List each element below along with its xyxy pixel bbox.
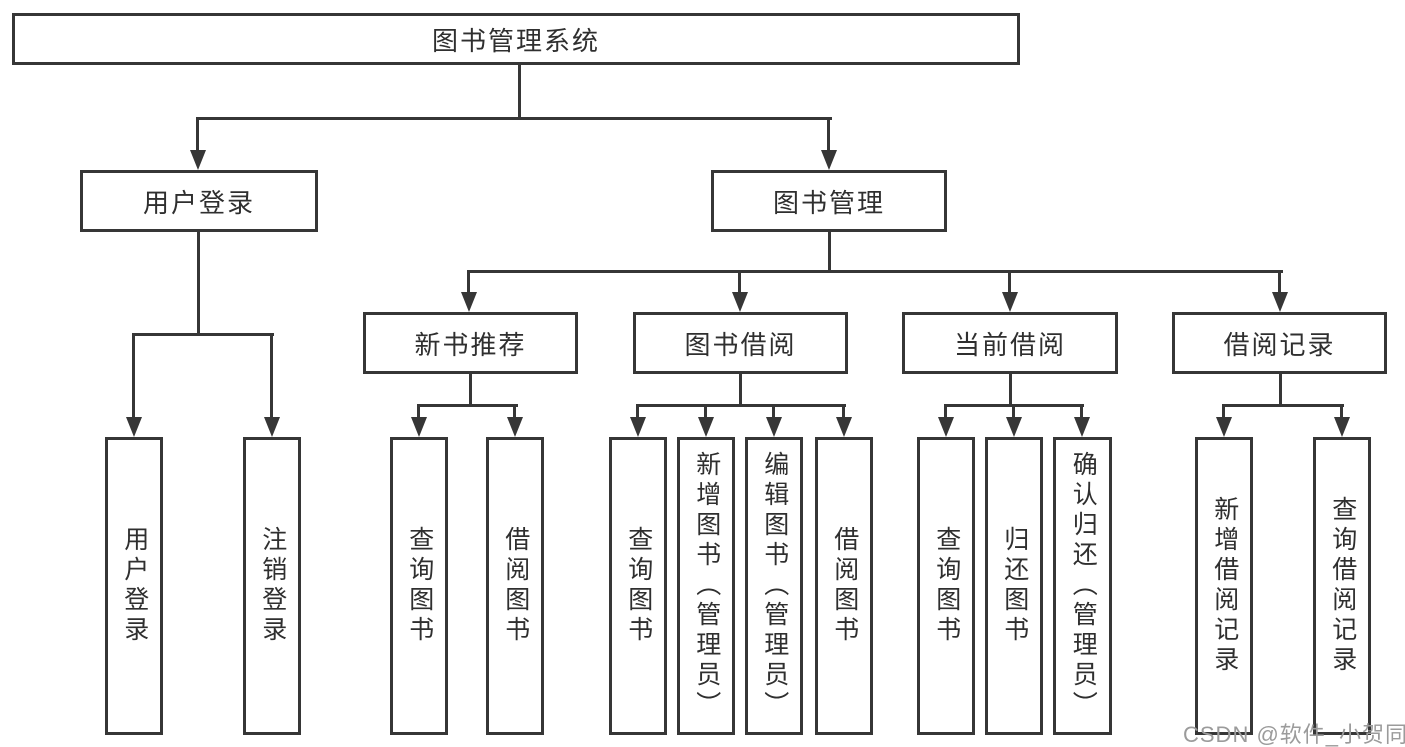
connector-user-login-stem [196,230,200,336]
arrow-down-icon [417,404,420,417]
arrow-down-icon [772,404,775,417]
node-leaf-logout-label: 注销登录 [258,526,287,646]
node-leaf-edit-book-admin-label: 编辑图书（管理员） [760,451,789,721]
connector-new-book-recommend-stem [468,372,472,407]
connector-borrowing-records-stem [1278,372,1282,407]
arrow-down-icon [738,270,741,292]
node-leaf-borrowing-borrow-books-label: 借阅图书 [830,526,859,646]
arrow-down-icon [1012,404,1015,417]
arrow-down-icon [1080,404,1083,417]
node-user-login-label: 用户登录 [142,187,255,218]
node-book-management: 图书管理 [711,170,947,232]
node-library-system: 图书管理系统 [12,13,1020,65]
node-leaf-user-login: 用户登录 [105,437,163,735]
arrow-down-icon [467,270,470,292]
connector-book-management-stem [827,230,831,273]
csdn-watermark: CSDN @软件_小贺同学 [1183,722,1405,747]
node-leaf-add-book-admin: 新增图书（管理员） [677,437,735,735]
arrow-down-icon [270,333,273,417]
node-library-system-label: 图书管理系统 [431,25,600,56]
arrow-down-icon [513,404,516,417]
node-leaf-add-book-admin-label: 新增图书（管理员） [692,451,721,721]
node-current-borrowing-label: 当前借阅 [953,329,1066,360]
connector-book-borrowing-stem [738,372,742,407]
node-leaf-current-query-books: 查询图书 [917,437,975,735]
arrow-down-icon [1222,404,1225,417]
connector-book-management-rail [467,270,1283,273]
node-leaf-recommend-borrow-books-label: 借阅图书 [501,526,530,646]
connector-user-login-rail [132,333,274,336]
node-leaf-add-borrow-record: 新增借阅记录 [1195,437,1253,735]
node-leaf-add-borrow-record-label: 新增借阅记录 [1210,496,1239,676]
connector-book-borrowing-rail [636,404,846,407]
node-book-borrowing-label: 图书借阅 [684,329,797,360]
node-user-login: 用户登录 [80,170,318,232]
node-borrowing-records: 借阅记录 [1172,312,1387,374]
connector-current-borrowing-stem [1008,372,1012,407]
connector-new-book-recommend-rail [417,404,518,407]
node-borrowing-records-label: 借阅记录 [1223,329,1336,360]
arrow-down-icon [842,404,845,417]
node-book-borrowing: 图书借阅 [633,312,848,374]
node-leaf-query-borrow-record: 查询借阅记录 [1313,437,1371,735]
node-leaf-borrowing-borrow-books: 借阅图书 [815,437,873,735]
node-leaf-borrowing-query-books-label: 查询图书 [624,526,653,646]
node-leaf-current-query-books-label: 查询图书 [932,526,961,646]
arrow-down-icon [1008,270,1011,292]
connector-root-rail [196,117,832,120]
arrow-down-icon [944,404,947,417]
node-leaf-edit-book-admin: 编辑图书（管理员） [745,437,803,735]
node-leaf-user-login-label: 用户登录 [120,526,149,646]
node-book-management-label: 图书管理 [772,187,885,218]
node-leaf-query-borrow-record-label: 查询借阅记录 [1328,496,1357,676]
node-leaf-confirm-return-admin: 确认归还（管理员） [1053,437,1112,735]
node-new-book-recommend-label: 新书推荐 [414,329,527,360]
node-new-book-recommend: 新书推荐 [363,312,578,374]
arrow-down-icon [636,404,639,417]
node-leaf-borrowing-query-books: 查询图书 [609,437,667,735]
connector-borrowing-records-rail [1222,404,1344,407]
node-leaf-return-book: 归还图书 [985,437,1043,735]
arrow-down-icon [827,117,830,150]
node-leaf-recommend-query-books: 查询图书 [390,437,448,735]
arrow-down-icon [1278,270,1281,292]
arrow-down-icon [196,117,199,150]
arrow-down-icon [1340,404,1343,417]
node-leaf-logout: 注销登录 [243,437,301,735]
node-current-borrowing: 当前借阅 [902,312,1118,374]
arrow-down-icon [132,333,135,417]
node-leaf-recommend-query-books-label: 查询图书 [405,526,434,646]
arrow-down-icon [704,404,707,417]
node-leaf-return-book-label: 归还图书 [1000,526,1029,646]
connector-root-stem [518,63,521,119]
node-leaf-recommend-borrow-books: 借阅图书 [486,437,544,735]
node-leaf-confirm-return-admin-label: 确认归还（管理员） [1069,451,1098,721]
